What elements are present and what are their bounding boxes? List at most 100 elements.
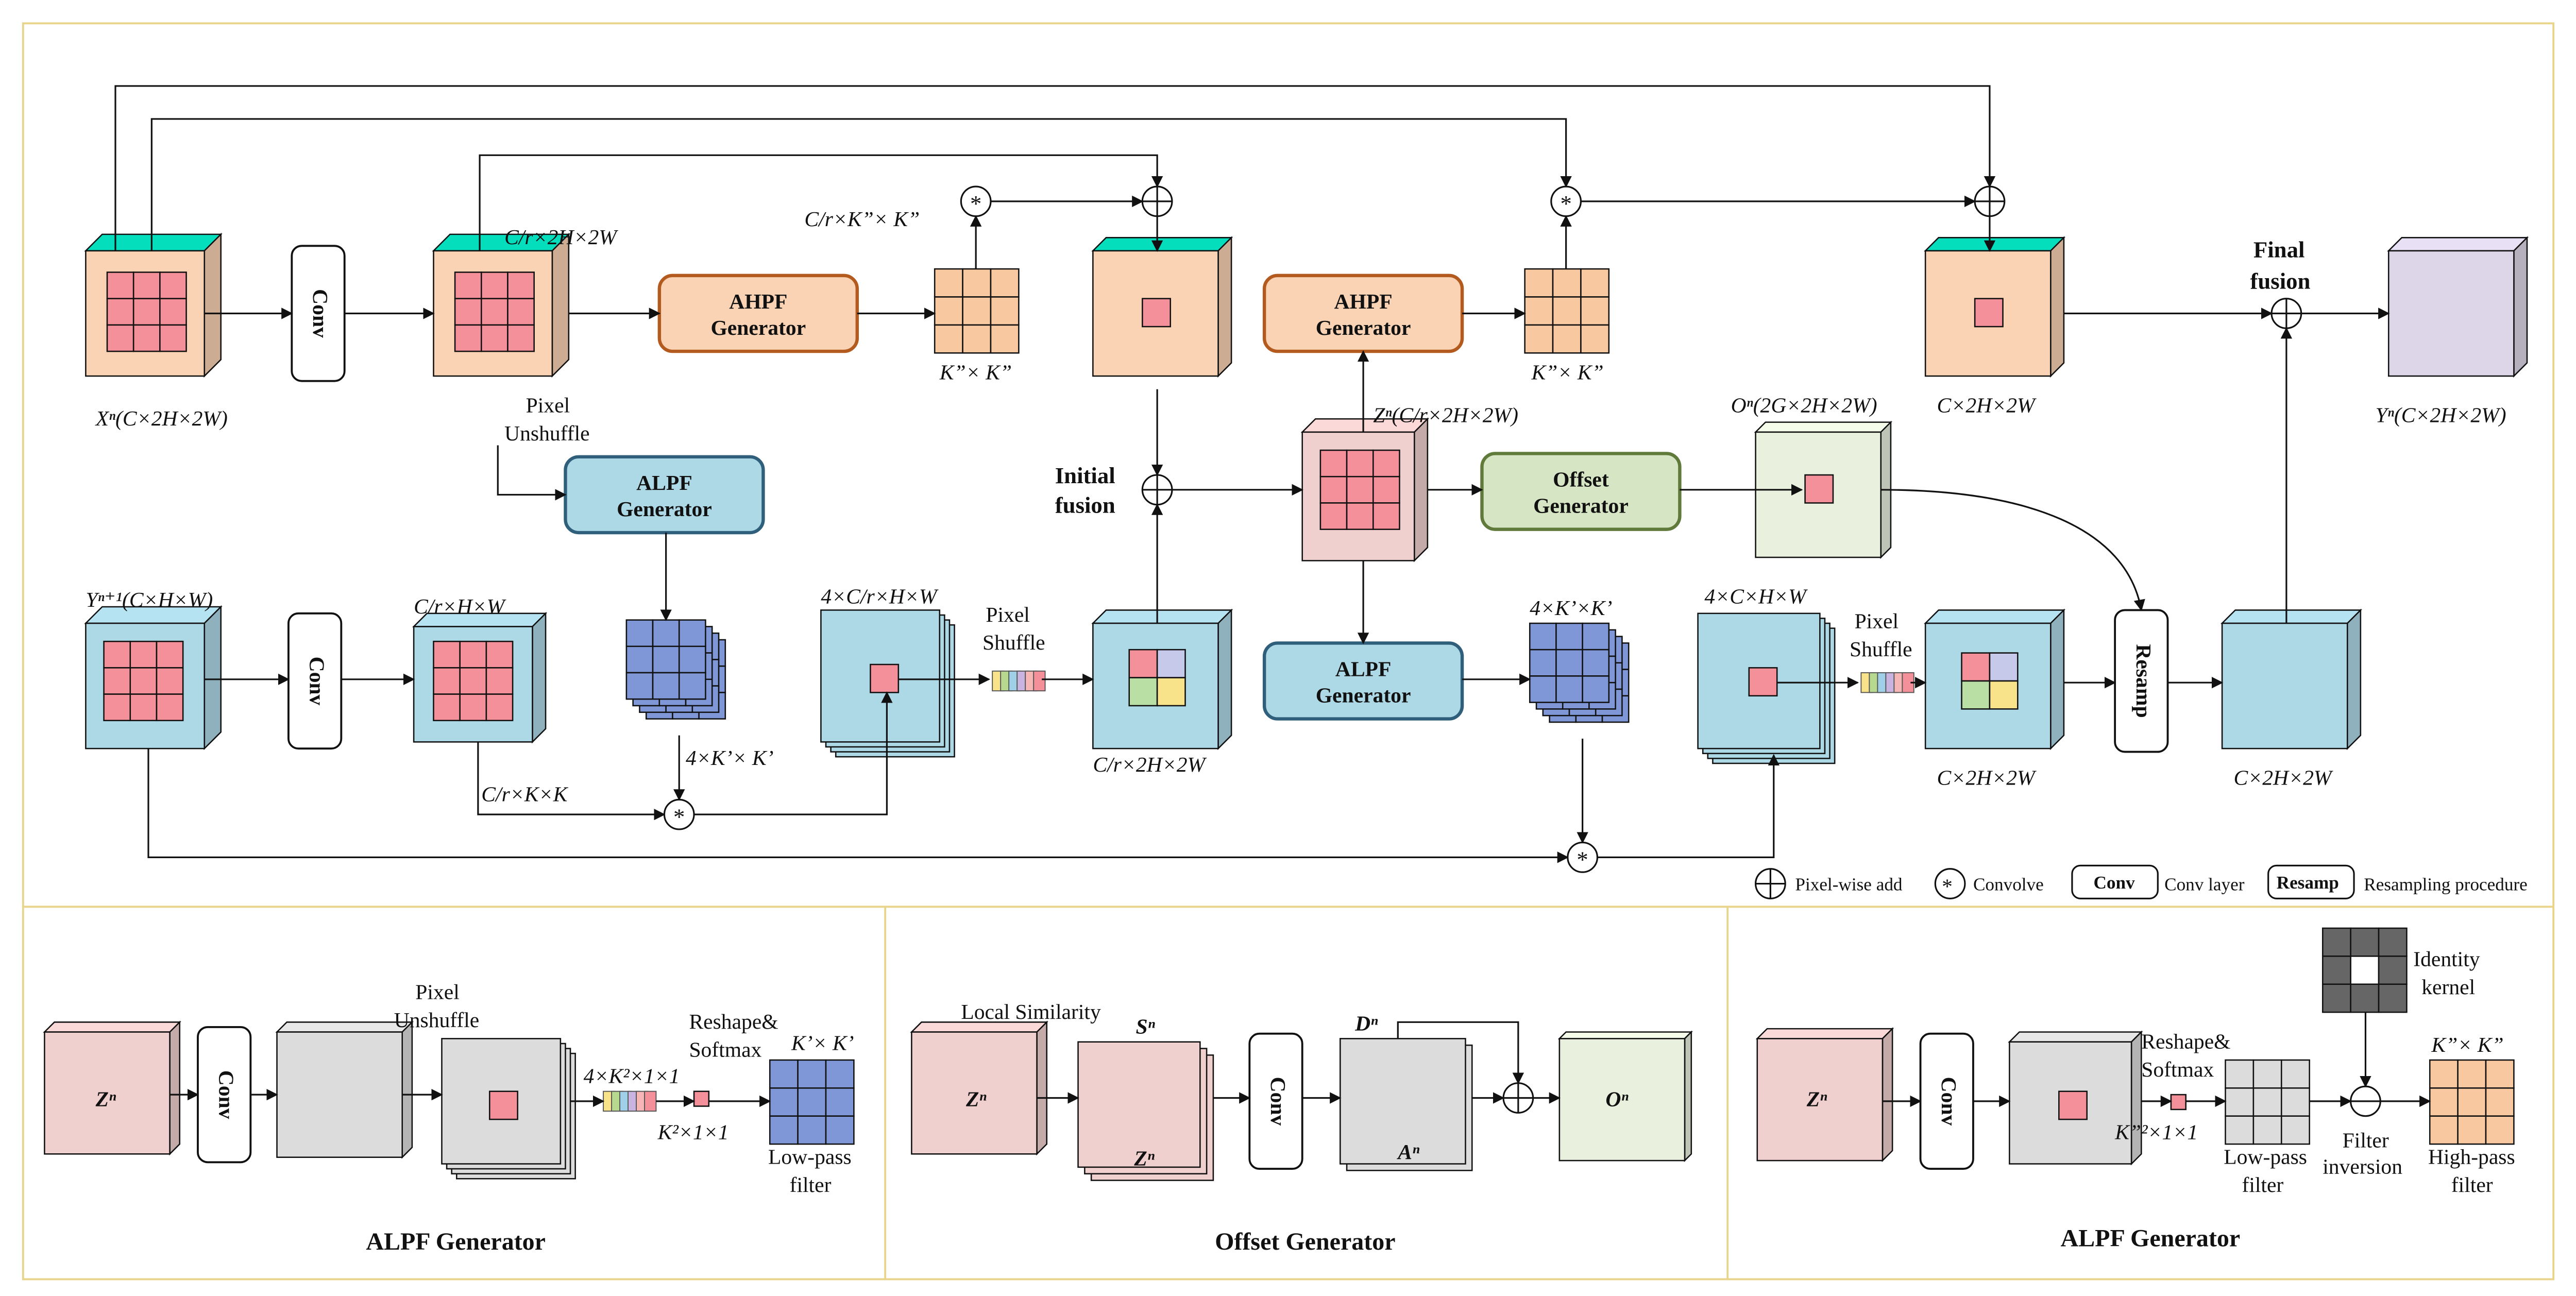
p3-reshape-1: Reshape& (2141, 1030, 2230, 1053)
svg-text:Generator: Generator (1316, 684, 1411, 707)
p3-title: ALPF Generator (2061, 1224, 2241, 1252)
yn1-bottom (147, 748, 1569, 863)
crkppkpp-label: C/r×K”× K” (804, 207, 920, 231)
initial-fusion-2: fusion (1055, 492, 1115, 518)
panel-labels: ALPF Generator Zⁿ Pixel Unshuffle 4×K²×1… (95, 947, 2515, 1255)
c2h2w-top-label: C×2H×2W (1937, 393, 2037, 417)
p1-small (693, 1090, 710, 1107)
p2-dn: Dⁿ (1354, 1011, 1378, 1035)
conv-bottom: Conv (287, 612, 343, 750)
four-chw-sq (1748, 667, 1778, 697)
pixel-shuffle-2a: Pixel (1855, 609, 1899, 633)
kpp-kernel-2 (1524, 268, 1610, 354)
quad-2 (1961, 652, 2019, 710)
pixel-unshuffle-label-2: Unshuffle (504, 421, 590, 445)
p2-sn-stack (1077, 1041, 1214, 1181)
p3-identity-kernel (2321, 927, 2408, 1013)
conv-op-3: * (663, 798, 695, 830)
four-crhw-stack (820, 609, 955, 758)
conv-top: Conv (291, 245, 346, 382)
p2-zn2: Zⁿ (1133, 1147, 1155, 1170)
conv-op-1: * (960, 185, 992, 217)
cr2h2w-up (479, 154, 1163, 251)
svg-text:*: * (1942, 875, 1953, 898)
zn-label: Zⁿ(C/r×2H×2W) (1373, 403, 1518, 428)
c2h2w-right-label: C×2H×2W (2233, 766, 2333, 790)
c2h2w-mid-label: C×2H×2W (1937, 766, 2037, 790)
pixel-shuffle-1a: Pixel (986, 603, 1029, 626)
p3-highpass-2: filter (2451, 1173, 2493, 1197)
x-skip-outer (114, 85, 1996, 251)
on-sq (1804, 474, 1834, 504)
svg-text:Conv: Conv (306, 657, 329, 706)
four-crhw-label: 4×C/r×H×W (821, 585, 938, 608)
p1-pixel-unshuffle-2: Unshuffle (394, 1008, 480, 1032)
xn-label: Xⁿ(C×2H×2W) (95, 406, 228, 431)
fused-top-sq (1142, 298, 1172, 328)
svg-text:ALPF: ALPF (1335, 657, 1392, 680)
p1-stack (441, 1038, 576, 1180)
pixel-shuffle-1b: Shuffle (982, 630, 1045, 654)
four-kp-label-1: 4×K’× K’ (686, 746, 773, 770)
lowpass-kernel-stack2-0 (1529, 622, 1610, 703)
p3-sq (2058, 1090, 2088, 1120)
p1-kernel: K’× K’ (791, 1031, 854, 1055)
p1-shape2: K²×1×1 (657, 1120, 729, 1144)
p2-add (1502, 1082, 1534, 1114)
p3-identity-2: kernel (2421, 975, 2475, 999)
legend-resamp-desc: Resampling procedure (2364, 874, 2528, 894)
initial-fusion-1: Initial (1055, 463, 1115, 488)
four-crhw-sq (870, 663, 900, 693)
p1-reshape-2: Softmax (689, 1038, 761, 1062)
c2h2w-right-cube (2220, 608, 2362, 751)
cr2h2w-pixunshuffle (497, 445, 567, 501)
p3-filter-inv-1: Filter (2343, 1128, 2389, 1152)
cr2h2w-bottom-label: C/r×2H×2W (1093, 753, 1207, 776)
p3-highpass-1: High-pass (2428, 1145, 2515, 1168)
p1-lowpass-1: Low-pass (768, 1145, 852, 1168)
svg-text:Conv: Conv (309, 289, 332, 338)
p3-gray-cube (2008, 1030, 2143, 1166)
legend: Pixel-wise add * Convolve Conv Conv laye… (1754, 864, 2528, 899)
yn1-grid (103, 640, 184, 722)
svg-text:Conv: Conv (215, 1070, 239, 1119)
conv4-to-stack (1597, 754, 1780, 858)
p1-reshape-1: Reshape& (689, 1010, 778, 1033)
lowpass-kernel-stack-0 (625, 619, 706, 700)
crhw-grid (433, 640, 514, 722)
crkk-label: C/r×K×K (481, 782, 568, 806)
legend-add: Pixel-wise add (1795, 874, 1903, 894)
conv3-to-stack (694, 691, 893, 815)
svg-text:Generator: Generator (710, 316, 806, 339)
final-fusion-2: fusion (2250, 268, 2310, 294)
add-op-2 (1974, 185, 2006, 217)
kpp-kernel-label-2: K”× K” (1531, 360, 1603, 384)
p2-sn: Sⁿ (1136, 1015, 1156, 1038)
p2-on: Oⁿ (1605, 1087, 1629, 1111)
yn-cube (2387, 236, 2529, 378)
legend-resamp-box: Resamp (2277, 873, 2339, 893)
zn-grid (1319, 449, 1400, 530)
svg-text:ALPF: ALPF (636, 471, 692, 494)
p2-zn-cube (910, 1020, 1048, 1156)
p1-tiles (603, 1090, 657, 1112)
main-labels: Xⁿ(C×2H×2W) Yⁿ⁺¹(C×H×W) C/r×H×W C/r×2H×2… (86, 207, 2506, 806)
p3-lowpass-1: Low-pass (2224, 1145, 2307, 1168)
svg-text:*: * (1577, 847, 1588, 873)
cr2h2w-top-label: C/r×2H×2W (504, 225, 618, 249)
p3-highpass (2429, 1059, 2515, 1145)
kpp-kernel-label-1: K”× K” (939, 360, 1012, 384)
add-op-1 (1141, 185, 1173, 217)
pixel-shuffle-2b: Shuffle (1850, 637, 1912, 661)
crhw-label: C/r×H×W (414, 594, 506, 618)
pixel-shuffle-tiles-2 (1860, 672, 1914, 693)
p1-title: ALPF Generator (366, 1228, 546, 1255)
p3-identity-1: Identity (2413, 947, 2480, 971)
svg-text:AHPF: AHPF (1334, 289, 1392, 313)
p3-lowpass-2: filter (2242, 1173, 2283, 1197)
cr2h2w-grid (454, 271, 535, 352)
on-to-resamp (1880, 489, 2145, 611)
